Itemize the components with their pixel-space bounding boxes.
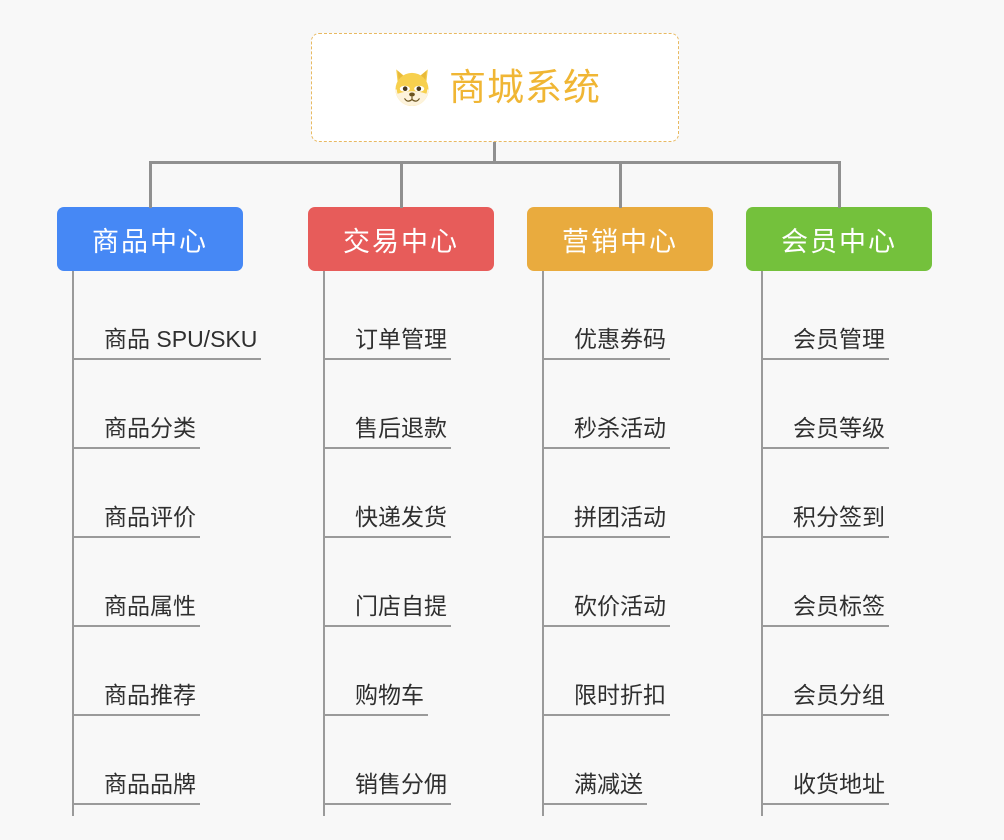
leaf-label: 商品推荐 (104, 681, 196, 708)
leaf-underline: 商品评价 (72, 503, 200, 538)
column-spine (542, 271, 544, 816)
leaf-label: 商品属性 (104, 592, 196, 619)
leaf-item[interactable]: 收货地址 (761, 716, 889, 805)
leaf-underline: 售后退款 (323, 414, 451, 449)
leaf-item[interactable]: 商品分类 (72, 360, 200, 449)
leaf-label: 会员等级 (793, 414, 885, 441)
column-spine (72, 271, 74, 816)
leaf-label: 销售分佣 (355, 770, 447, 797)
leaf-underline: 销售分佣 (323, 770, 451, 805)
leaf-label: 售后退款 (355, 414, 447, 441)
leaf-label: 满减送 (574, 770, 643, 797)
leaf-item[interactable]: 会员管理 (761, 271, 889, 360)
leaf-label: 砍价活动 (574, 592, 666, 619)
root-node[interactable]: 商城系统 (311, 33, 679, 142)
leaf-label: 门店自提 (355, 592, 447, 619)
leaf-underline: 会员标签 (761, 592, 889, 627)
root-title: 商城系统 (449, 67, 601, 108)
connector-stem (493, 142, 496, 164)
leaf-label: 拼团活动 (574, 503, 666, 530)
leaf-underline: 收货地址 (761, 770, 889, 805)
leaf-label: 会员标签 (793, 592, 885, 619)
leaf-underline: 快递发货 (323, 503, 451, 538)
category-label: 会员中心 (781, 226, 897, 257)
category-label: 营销中心 (562, 226, 678, 257)
leaf-label: 购物车 (355, 681, 424, 708)
leaf-label: 收货地址 (793, 770, 885, 797)
category-box-trade-center[interactable]: 交易中心 (308, 207, 494, 271)
leaf-item[interactable]: 购物车 (323, 627, 428, 716)
category-box-marketing-center[interactable]: 营销中心 (527, 207, 713, 271)
leaf-label: 积分签到 (793, 503, 885, 530)
leaf-underline: 砍价活动 (542, 592, 670, 627)
leaf-item[interactable]: 优惠券码 (542, 271, 670, 360)
leaf-label: 秒杀活动 (574, 414, 666, 441)
leaf-label: 商品 SPU/SKU (104, 325, 258, 352)
leaf-item[interactable]: 会员标签 (761, 538, 889, 627)
leaf-underline: 商品属性 (72, 592, 200, 627)
connector-bus (149, 161, 840, 164)
leaf-underline: 拼团活动 (542, 503, 670, 538)
leaf-item[interactable]: 积分签到 (761, 449, 889, 538)
leaf-label: 商品品牌 (104, 770, 196, 797)
leaf-label: 订单管理 (355, 325, 447, 352)
leaf-item[interactable]: 订单管理 (323, 271, 451, 360)
leaf-label: 会员管理 (793, 325, 885, 352)
leaf-underline: 限时折扣 (542, 681, 670, 716)
leaf-underline: 订单管理 (323, 325, 451, 360)
leaf-item[interactable]: 会员分组 (761, 627, 889, 716)
column-spine (323, 271, 325, 816)
leaf-underline: 积分签到 (761, 503, 889, 538)
leaf-label: 优惠券码 (574, 325, 666, 352)
connector-drop-product-center (149, 161, 152, 208)
leaf-underline: 会员等级 (761, 414, 889, 449)
leaf-item[interactable]: 销售分佣 (323, 716, 451, 805)
leaf-underline: 商品品牌 (72, 770, 200, 805)
leaf-label: 会员分组 (793, 681, 885, 708)
shiba-dog-face-icon (395, 68, 429, 106)
leaf-underline: 会员管理 (761, 325, 889, 360)
connector-drop-trade-center (400, 161, 403, 208)
connector-drop-marketing-center (619, 161, 622, 208)
leaf-item[interactable]: 商品推荐 (72, 627, 200, 716)
leaf-underline: 秒杀活动 (542, 414, 670, 449)
category-label: 交易中心 (343, 226, 459, 257)
leaf-underline: 会员分组 (761, 681, 889, 716)
leaf-item[interactable]: 满减送 (542, 716, 647, 805)
leaf-underline: 优惠券码 (542, 325, 670, 360)
leaf-item[interactable]: 门店自提 (323, 538, 451, 627)
leaf-label: 商品评价 (104, 503, 196, 530)
category-box-product-center[interactable]: 商品中心 (57, 207, 243, 271)
leaf-underline: 商品分类 (72, 414, 200, 449)
leaf-label: 快递发货 (355, 503, 447, 530)
leaf-item[interactable]: 快递发货 (323, 449, 451, 538)
leaf-item[interactable]: 会员等级 (761, 360, 889, 449)
leaf-label: 商品分类 (104, 414, 196, 441)
leaf-item[interactable]: 砍价活动 (542, 538, 670, 627)
leaf-item[interactable]: 商品评价 (72, 449, 200, 538)
leaf-item[interactable]: 商品属性 (72, 538, 200, 627)
leaf-underline: 购物车 (323, 681, 428, 716)
category-label: 商品中心 (92, 226, 208, 257)
leaf-underline: 商品推荐 (72, 681, 200, 716)
leaf-underline: 门店自提 (323, 592, 451, 627)
connector-drop-member-center (838, 161, 841, 208)
leaf-label: 限时折扣 (574, 681, 666, 708)
leaf-item[interactable]: 商品品牌 (72, 716, 200, 805)
leaf-underline: 商品 SPU/SKU (72, 325, 262, 360)
leaf-item[interactable]: 售后退款 (323, 360, 451, 449)
leaf-item[interactable]: 拼团活动 (542, 449, 670, 538)
leaf-item[interactable]: 限时折扣 (542, 627, 670, 716)
category-box-member-center[interactable]: 会员中心 (746, 207, 932, 271)
leaf-item[interactable]: 秒杀活动 (542, 360, 670, 449)
leaf-item[interactable]: 商品 SPU/SKU (72, 271, 262, 360)
column-spine (761, 271, 763, 816)
leaf-underline: 满减送 (542, 770, 647, 805)
